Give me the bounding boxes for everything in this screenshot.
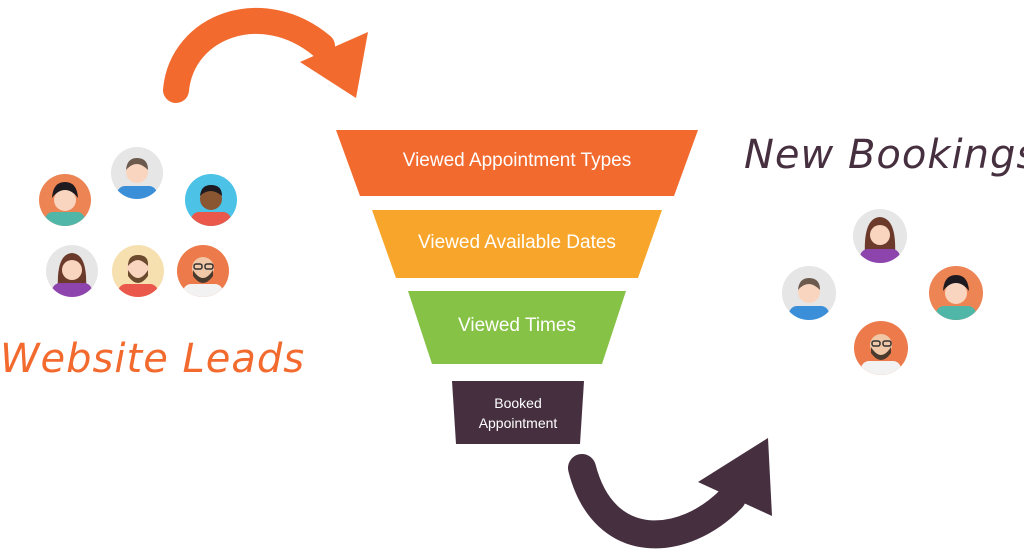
booking-avatar-3: [929, 266, 983, 320]
funnel-stage-4: [452, 381, 584, 444]
lead-avatar-3: [185, 174, 237, 226]
funnel-stage-2: [372, 210, 662, 278]
booking-avatar-4: [854, 321, 908, 375]
bottom-curved-arrow-icon: [568, 438, 772, 549]
funnel-stage-3-label: Viewed Times: [458, 315, 576, 336]
funnel-stage-2-label: Viewed Available Dates: [418, 232, 616, 253]
funnel-stage-3: [408, 291, 626, 364]
funnel-stage-1: [336, 130, 698, 196]
website-leads-title: Website Leads: [0, 336, 306, 382]
lead-avatar-6: [177, 245, 229, 297]
lead-avatar-5: [112, 245, 164, 297]
lead-avatar-4: [46, 245, 98, 297]
lead-avatar-2: [111, 147, 163, 199]
booking-avatar-2: [782, 266, 836, 320]
funnel-stage-1-label: Viewed Appointment Types: [402, 150, 632, 171]
top-curved-arrow-icon: [163, 8, 368, 103]
new-bookings-title: New Bookings: [744, 132, 1024, 178]
booking-avatar-1: [853, 209, 907, 263]
lead-avatar-1: [39, 174, 91, 226]
funnel-stage-4-label: Booked Appointment: [478, 395, 558, 431]
